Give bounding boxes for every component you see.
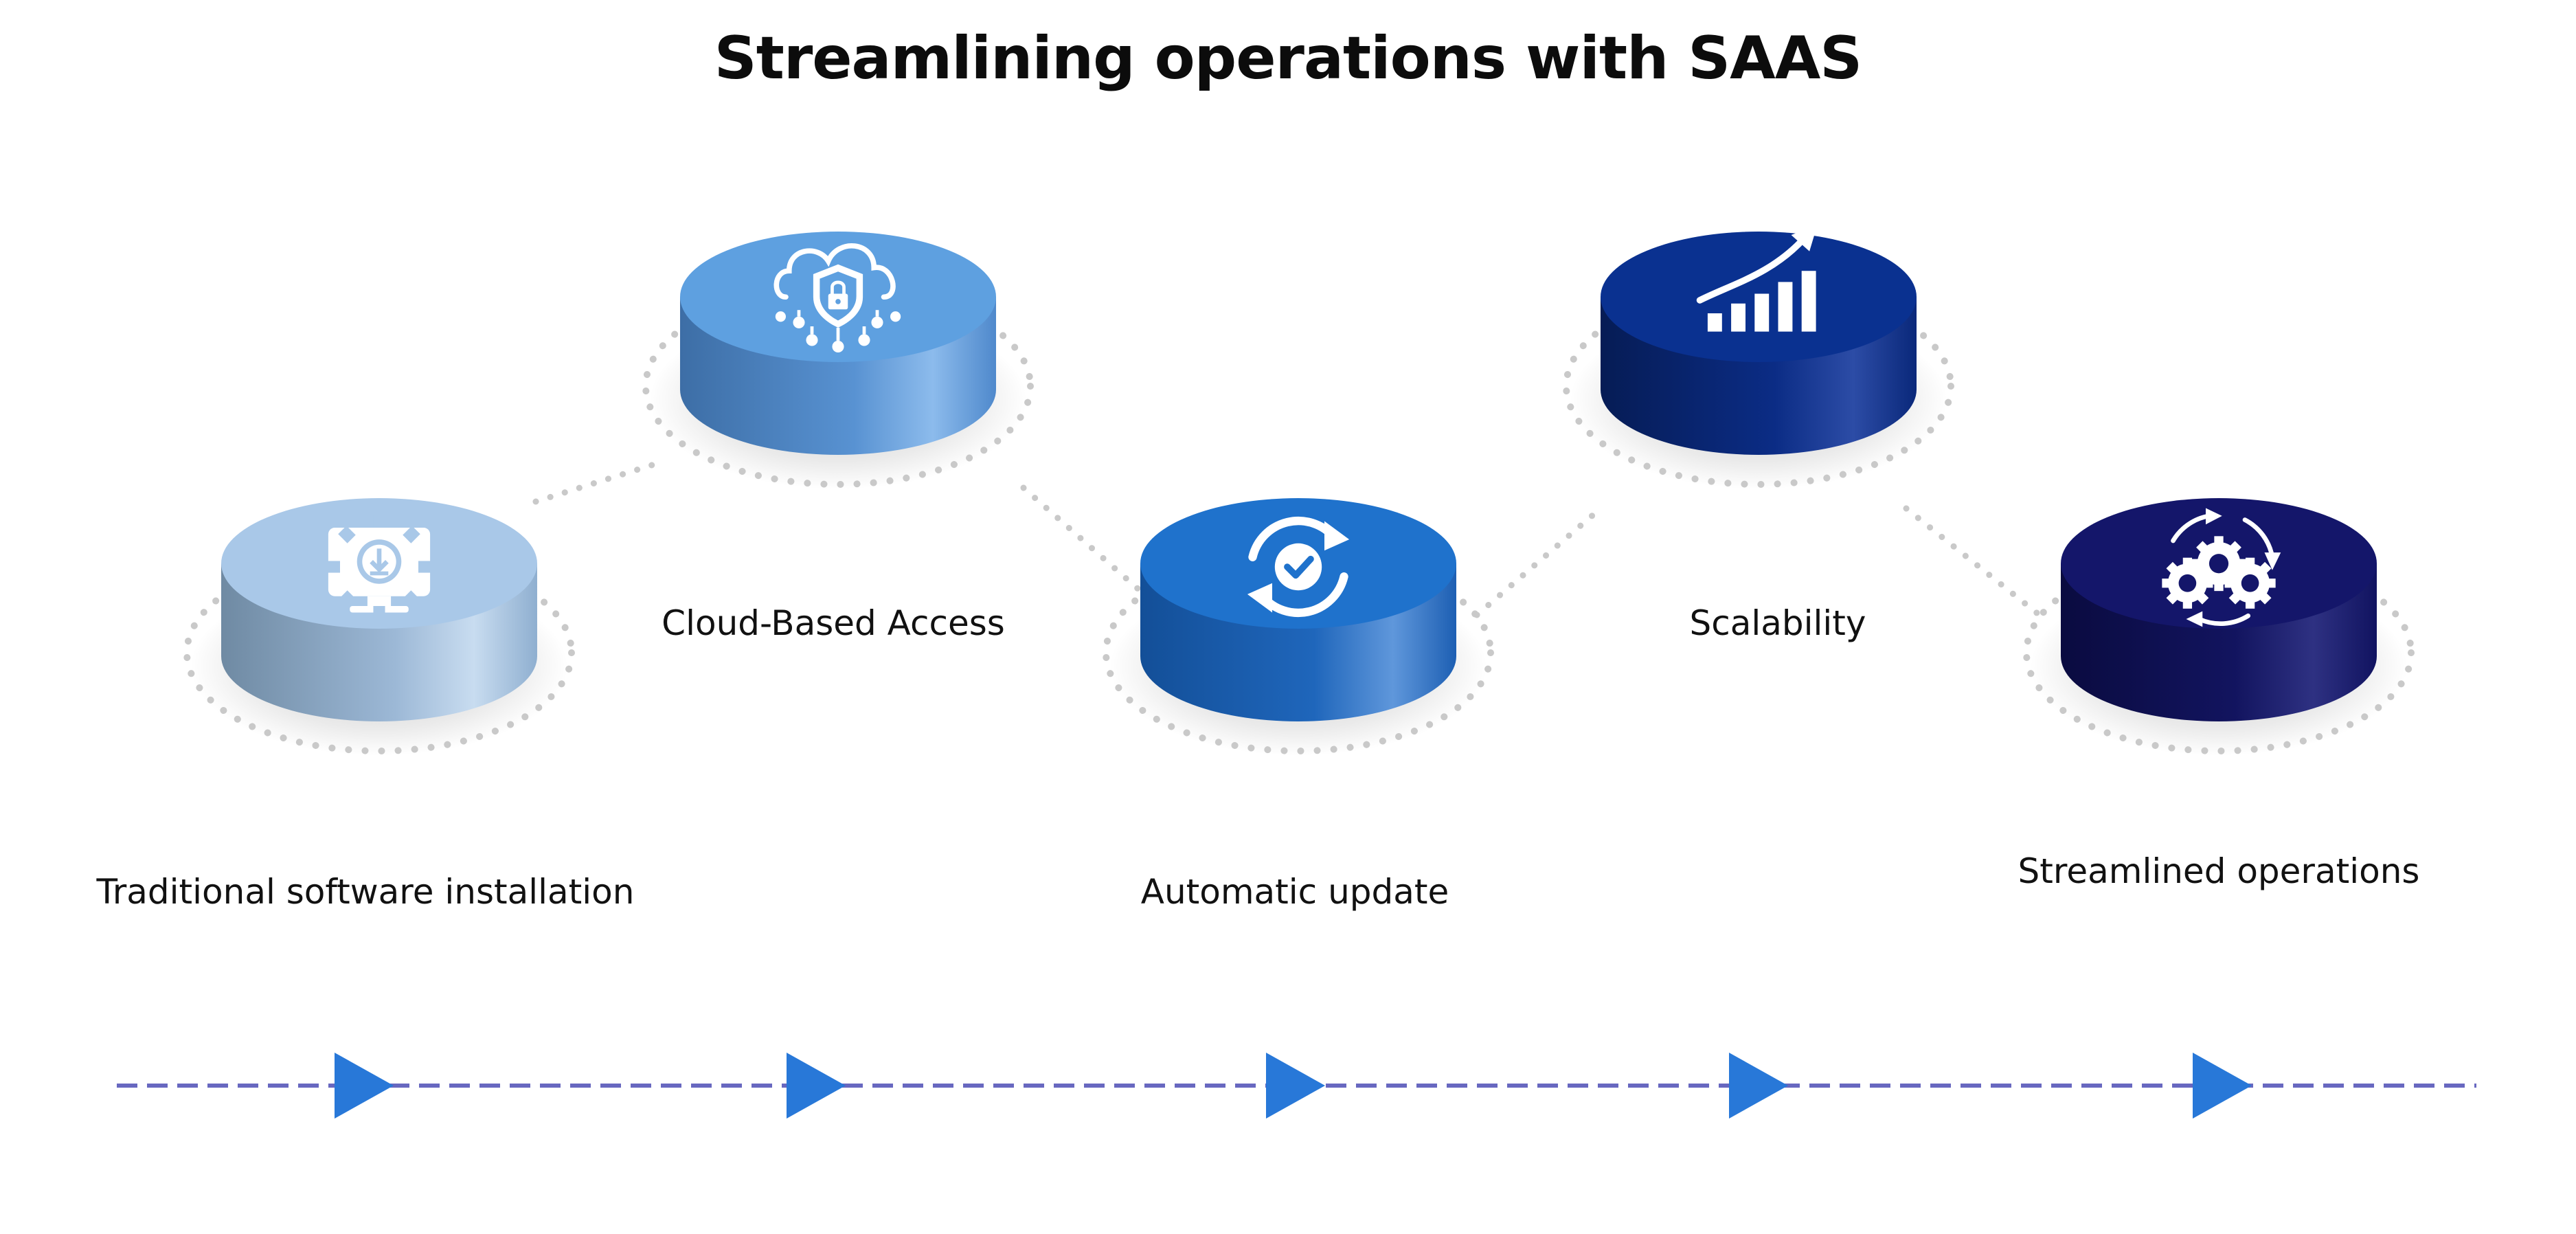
step-label-4: Streamlined operations bbox=[2018, 851, 2420, 891]
timeline-arrow-4 bbox=[1729, 1053, 1788, 1119]
step-disc-1 bbox=[642, 232, 1034, 489]
timeline-arrow-3 bbox=[1266, 1053, 1325, 1119]
disc-dotted-ring bbox=[2023, 551, 2415, 754]
connector-0 bbox=[532, 460, 659, 505]
disc-dotted-ring bbox=[1563, 284, 1954, 488]
disc-dotted-ring bbox=[642, 284, 1034, 488]
step-disc-0 bbox=[183, 498, 575, 756]
timeline-arrow-2 bbox=[787, 1053, 846, 1119]
monitor-gear-download-icon bbox=[326, 515, 432, 619]
step-label-3: Scalability bbox=[1689, 603, 1866, 643]
step-label-1: Cloud-Based Access bbox=[662, 603, 1005, 643]
disc-dotted-ring bbox=[1103, 551, 1494, 754]
step-disc-2 bbox=[1103, 498, 1494, 756]
timeline-arrow-5 bbox=[2193, 1053, 2252, 1119]
step-label-2: Automatic update bbox=[1140, 872, 1449, 912]
step-label-0: Traditional software installation bbox=[96, 872, 635, 912]
step-disc-4 bbox=[2023, 498, 2415, 756]
growth-bar-chart-icon bbox=[1696, 225, 1818, 332]
dotted-connectors bbox=[532, 460, 2047, 622]
timeline-arrow-1 bbox=[335, 1053, 394, 1119]
refresh-check-icon bbox=[1247, 516, 1350, 618]
connector-3 bbox=[1903, 505, 2047, 622]
disc-group bbox=[183, 225, 2415, 756]
diagram-title: Streamlining operations with SAAS bbox=[714, 24, 1862, 93]
connector-1 bbox=[1020, 484, 1144, 594]
cloud-shield-lock-icon bbox=[773, 243, 901, 352]
disc-dotted-ring bbox=[183, 551, 575, 754]
connector-2 bbox=[1473, 505, 1604, 618]
step-disc-3 bbox=[1563, 225, 1954, 489]
